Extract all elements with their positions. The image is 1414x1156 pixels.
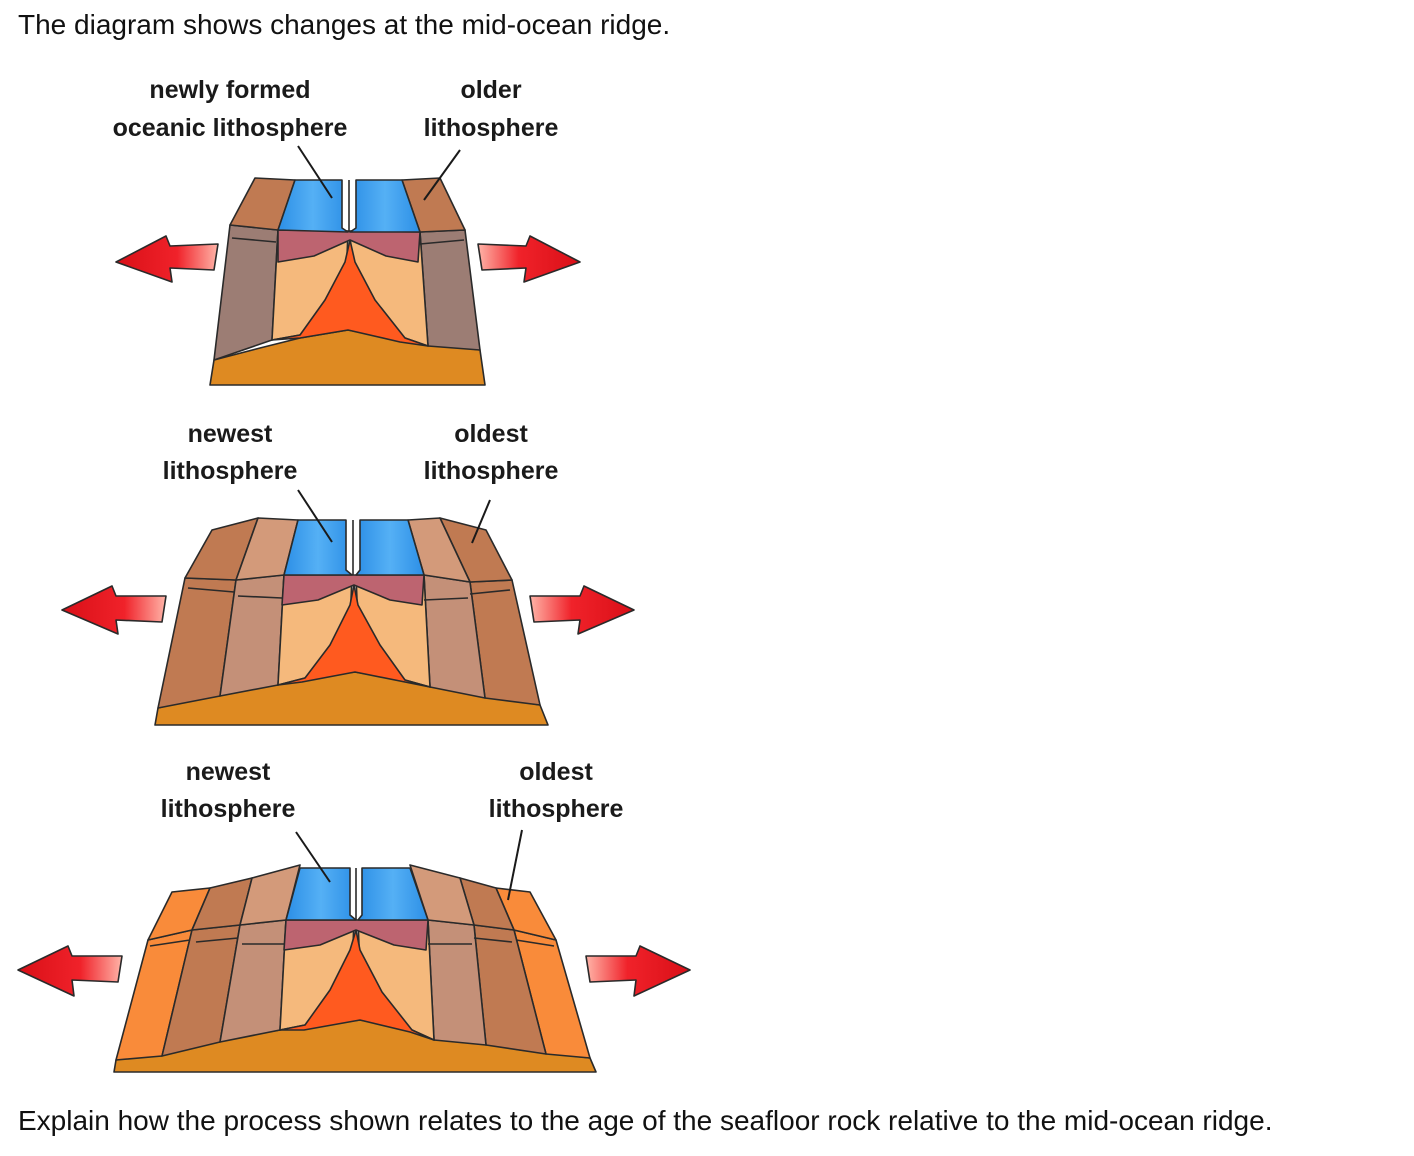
arrow-left-icon [115,235,219,283]
magma-chamber [271,239,429,347]
panel-3-left-label-line-2: lithosphere [161,795,296,823]
arrow-right-icon [477,235,581,283]
panel-1: newly formed oceanic lithosphere older l… [113,76,581,386]
panel-3-left-label-line-1: newest [186,758,271,786]
panel-1-left-label-line-1: newly formed [149,76,310,104]
intro-text: The diagram shows changes at the mid-oce… [18,9,671,40]
leader-line [295,831,331,883]
newly-formed-crust-band [277,229,421,263]
tan-strip-right-top [409,864,475,926]
panel-3: newest lithosphere oldest lithosphere [17,758,691,1073]
magma-chamber [279,929,435,1041]
ocean-crust-right [355,519,425,576]
arrow-right-icon [529,585,635,635]
ocean-crust-right [349,179,421,233]
panel-1-right-label-line-2: lithosphere [424,114,559,142]
older-crust-right [419,229,481,351]
leader-line [507,829,523,901]
panel-3-right-label-line-1: oldest [519,758,593,786]
panel-2-left-label-line-2: lithosphere [163,457,298,485]
arrow-left-icon [61,585,167,635]
tan-strip-left-top [239,864,301,926]
newly-formed-crust-band [283,919,429,951]
panel-2-right-label-line-1: oldest [454,420,528,448]
leader-line [297,145,333,199]
panel-2-right-label-line-2: lithosphere [424,457,559,485]
panel-2-left-label-line-1: newest [188,420,273,448]
leader-line [423,149,461,201]
arrow-left-icon [17,945,123,997]
question-text: Explain how the process shown relates to… [18,1105,1273,1136]
ocean-crust-right [357,867,429,921]
panel-3-right-label-line-2: lithosphere [489,795,624,823]
leader-line [297,489,333,543]
ocean-crust-left [277,179,349,233]
leader-line [471,499,491,544]
panel-2: newest lithosphere oldest lithosphere [61,420,635,726]
older-crust-left [213,224,279,361]
newly-formed-crust-band [281,574,425,606]
magma-chamber [277,584,431,688]
panel-1-right-label-line-1: older [460,76,521,104]
arrow-right-icon [585,945,691,997]
ocean-crust-left [285,867,357,921]
ocean-crust-left [283,519,353,576]
panel-1-left-label-line-2: oceanic lithosphere [113,114,348,142]
